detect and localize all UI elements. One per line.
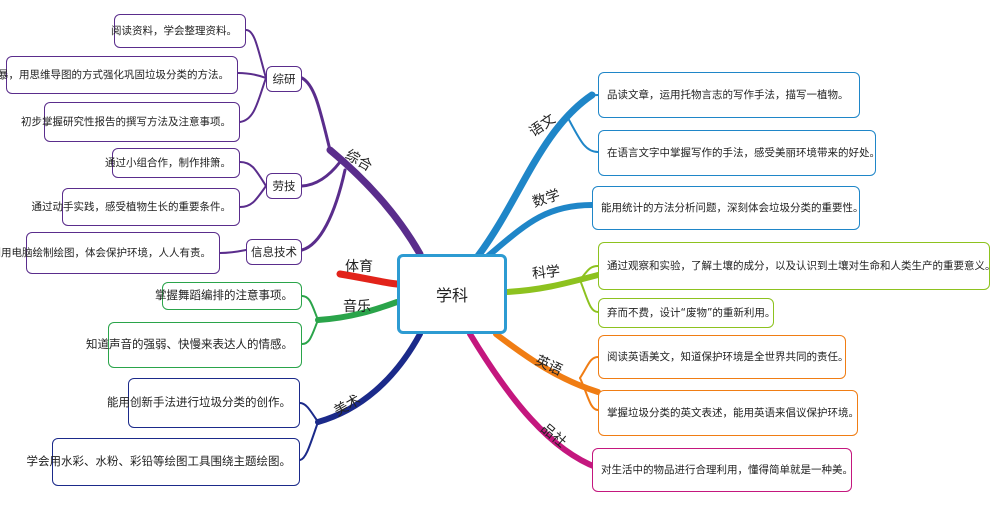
branch-curve-kexue <box>504 272 601 295</box>
leaf-link-yinyue-2 <box>301 319 319 345</box>
leaf-yuwen-2: 在语言文字中掌握写作的手法，感受美丽环境带来的好处。 <box>598 130 880 176</box>
branch-label-kexue: 科学 <box>531 263 561 283</box>
leaf-link-zongyan-2 <box>237 72 267 79</box>
leaf-pinshe-1: 对生活中的物品进行合理利用，懂得简单就是一种美。 <box>592 448 853 492</box>
leaf-link-laoji-1 <box>239 161 267 187</box>
leaf-link-kexue-2 <box>579 279 599 313</box>
branch-label-yinyue: 音乐 <box>343 299 371 315</box>
branch-curve-tiyu <box>336 270 401 288</box>
subtopic-xinxi: 信息技术 <box>246 239 302 265</box>
subtopic-zongyan: 综研 <box>266 66 302 92</box>
leaf-link-zongyan-1 <box>245 29 267 79</box>
leaf-link-yuwen-2 <box>567 117 599 153</box>
branch-label-tiyu: 体育 <box>345 259 373 275</box>
branch-curve-zonghe <box>326 146 424 258</box>
leaf-zongyan-3: 初步掌握研究性报告的撰写方法及注意事项。 <box>21 102 240 142</box>
branch-curve-pinshe <box>467 331 601 471</box>
central-topic: 学科 <box>397 254 507 334</box>
branch-curve-yinyue <box>315 299 400 323</box>
leaf-xinxi-1: 利用电脑绘制绘图，体会保护环境，人人有责。 <box>0 232 220 274</box>
leaf-link-yuwen-1 <box>567 94 599 119</box>
leaf-yinyue-2: 知道声音的强弱、快慢来表达人的情感。 <box>86 322 302 368</box>
leaf-link-kexue-1 <box>579 265 599 281</box>
leaf-yuwen-1: 品读文章，运用托物言志的写作手法，描写一植物。 <box>598 72 860 118</box>
leaf-yinyue-1: 掌握舞蹈编排的注意事项。 <box>155 282 302 310</box>
leaf-link-xinxi-1 <box>219 249 247 254</box>
leaf-kexue-2: 弃而不费，设计“废物”的重新利用。 <box>598 298 775 328</box>
link-zonghe-zongyan <box>300 76 332 152</box>
leaf-zongyan-1: 阅读资料，学会整理资料。 <box>111 14 246 48</box>
leaf-link-yingyu-2 <box>579 377 599 411</box>
link-zonghe-laoji <box>300 160 342 188</box>
leaf-meishu-2: 学会用水彩、水粉、彩铅等绘图工具围绕主题绘图。 <box>27 438 300 486</box>
branch-curve-meishu <box>315 331 423 425</box>
branch-curve-shuxue <box>485 202 595 259</box>
leaf-link-laoji-2 <box>239 185 267 208</box>
link-zonghe-xinxi <box>300 168 347 252</box>
leaf-yingyu-2: 掌握垃圾分类的英文表述，能用英语来倡议保护环境。 <box>598 390 859 436</box>
subtopic-laoji: 劳技 <box>266 173 302 199</box>
leaf-link-yinyue-1 <box>301 295 319 321</box>
leaf-link-meishu-2 <box>299 421 319 461</box>
leaf-shuxue-1: 能用统计的方法分析问题，深刻体会垃圾分类的重要性。 <box>592 186 864 230</box>
leaf-kexue-1: 通过观察和实验，了解土壤的成分，以及认识到土壤对生命和人类生产的重要意义。 <box>598 242 996 290</box>
leaf-yingyu-1: 阅读英语美文，知道保护环境是全世界共同的责任。 <box>598 335 849 379</box>
branch-curve-yingyu <box>493 331 601 395</box>
leaf-meishu-1: 能用创新手法进行垃圾分类的创作。 <box>107 378 300 428</box>
leaf-zongyan-2: 头脑风暴，用思维导图的方式强化巩固垃圾分类的方法。 <box>0 56 238 94</box>
leaf-link-meishu-1 <box>299 402 319 423</box>
leaf-laoji-2: 通过动手实践，感受植物生长的重要条件。 <box>32 188 240 226</box>
leaf-laoji-1: 通过小组合作，制作排箫。 <box>105 148 240 178</box>
leaf-link-yingyu-1 <box>579 356 599 379</box>
leaf-link-zongyan-3 <box>239 77 267 123</box>
